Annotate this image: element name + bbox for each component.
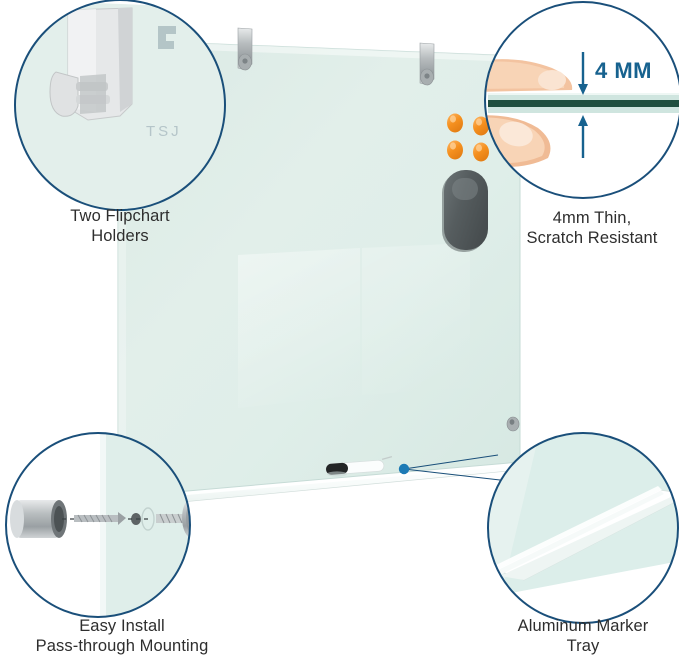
callout-flipchart-holders: TSJ	[14, 0, 226, 211]
thickness-measurement-label: 4 MM	[595, 58, 652, 83]
connector-dot	[398, 463, 410, 475]
connector-lines	[403, 454, 501, 481]
callout-4mm-thin	[484, 1, 679, 199]
dry-erase-marker	[325, 455, 393, 477]
caption-aluminum-tray: Aluminum Marker Tray	[517, 617, 649, 656]
magnet-set	[447, 113, 489, 162]
caption-pass-through-mounting: Easy Install Pass-through Mounting	[35, 617, 209, 656]
svg-text:TSJ: TSJ	[146, 123, 182, 140]
callout-pass-through-mounting	[5, 432, 191, 618]
caption-flipchart-holders: Two Flipchart Holders	[70, 207, 170, 246]
whiteboard-eraser	[442, 170, 488, 252]
flipchart-clip-left	[237, 27, 253, 71]
callout-aluminum-tray	[487, 432, 679, 624]
standoff-mount	[506, 416, 520, 432]
flipchart-clip-right	[419, 42, 435, 86]
caption-4mm-thin: 4mm Thin, Scratch Resistant	[526, 209, 658, 248]
